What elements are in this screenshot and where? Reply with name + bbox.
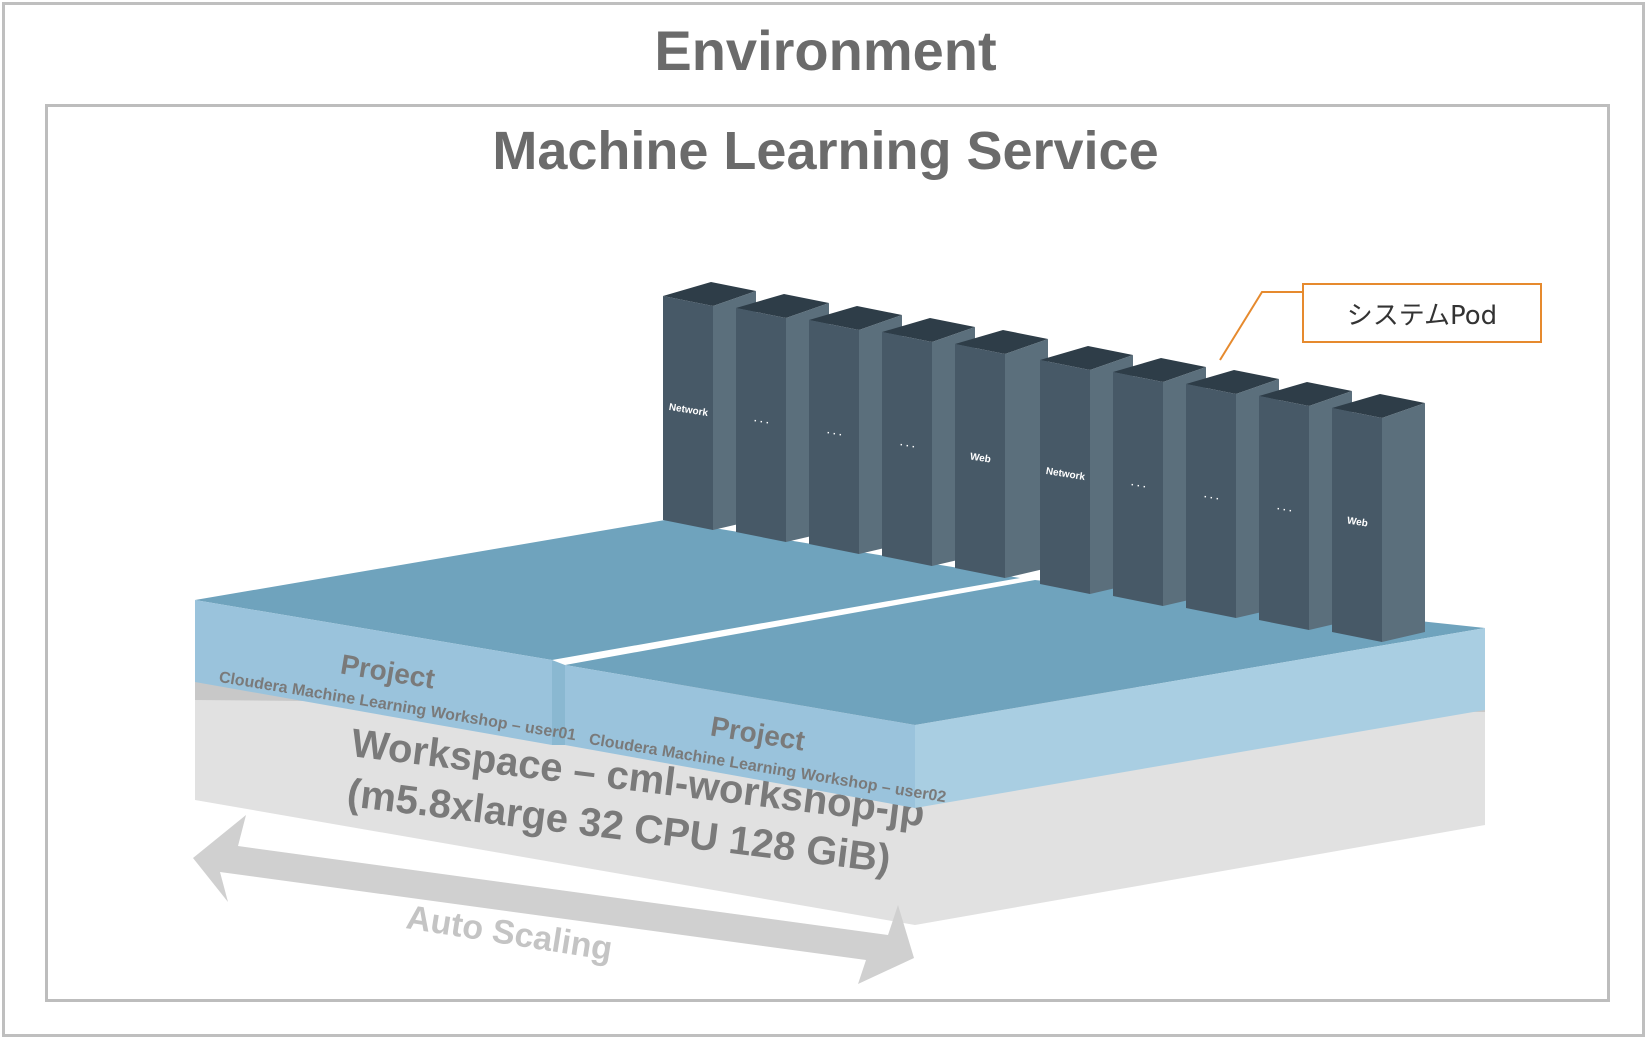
system-pod-label: システムPod bbox=[1346, 300, 1498, 331]
ml-service-title: Machine Learning Service bbox=[492, 121, 1159, 181]
project-slab-user01 bbox=[195, 520, 1020, 745]
server-label: Web bbox=[1346, 515, 1368, 529]
project-slab-user02 bbox=[565, 580, 1485, 808]
server-tower: · · · bbox=[1259, 382, 1352, 630]
callout-leader-line bbox=[1219, 291, 1302, 361]
server-label: · · · bbox=[1130, 480, 1147, 493]
server-label: · · · bbox=[826, 428, 843, 441]
server-label: · · · bbox=[753, 416, 770, 429]
server-label: Web bbox=[969, 451, 991, 465]
environment-title: Environment bbox=[654, 19, 997, 82]
server-label: · · · bbox=[899, 440, 916, 453]
system-pod-callout: システムPod bbox=[1302, 283, 1542, 343]
ml-service-frame bbox=[45, 104, 1610, 1002]
server-label: · · · bbox=[1203, 492, 1220, 505]
server-label: · · · bbox=[1276, 504, 1293, 517]
server-tower: Web bbox=[955, 330, 1048, 578]
server-tower: Web bbox=[1332, 394, 1425, 642]
autoscaling-arrow bbox=[193, 815, 914, 984]
